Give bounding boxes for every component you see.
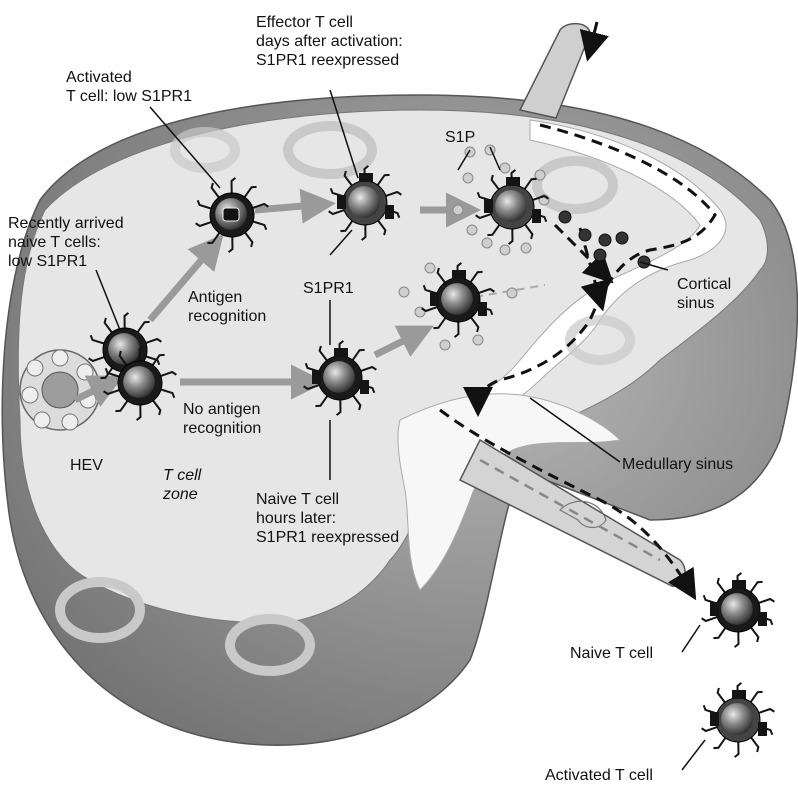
activated-t-cell-exited [702,683,775,757]
label-naive-t-cell: Naive T cell [570,644,653,663]
label-cortical-sinus: Cortical sinus [677,275,731,313]
label-activated-t-cell: Activated T cell [545,766,653,785]
label-t-cell-zone: T cell zone [163,466,201,504]
label-medullary-sinus: Medullary sinus [622,455,733,474]
naive-t-cell-exited [702,573,775,647]
label-recently-arrived: Recently arrived naive T cells: low S1PR… [8,214,124,271]
label-naive-hours-later: Naive T cell hours later: S1PR1 reexpres… [256,490,399,547]
label-no-antigen-recognition: No antigen recognition [183,400,261,438]
label-s1pr1: S1PR1 [303,279,354,298]
label-hev: HEV [70,456,103,475]
label-s1p: S1P [445,128,475,147]
label-activated-low: Activated T cell: low S1PR1 [66,68,192,106]
afferent-vessel [520,24,590,118]
label-effector-t-cell: Effector T cell days after activation: S… [256,13,403,70]
label-antigen-recognition: Antigen recognition [188,288,266,326]
